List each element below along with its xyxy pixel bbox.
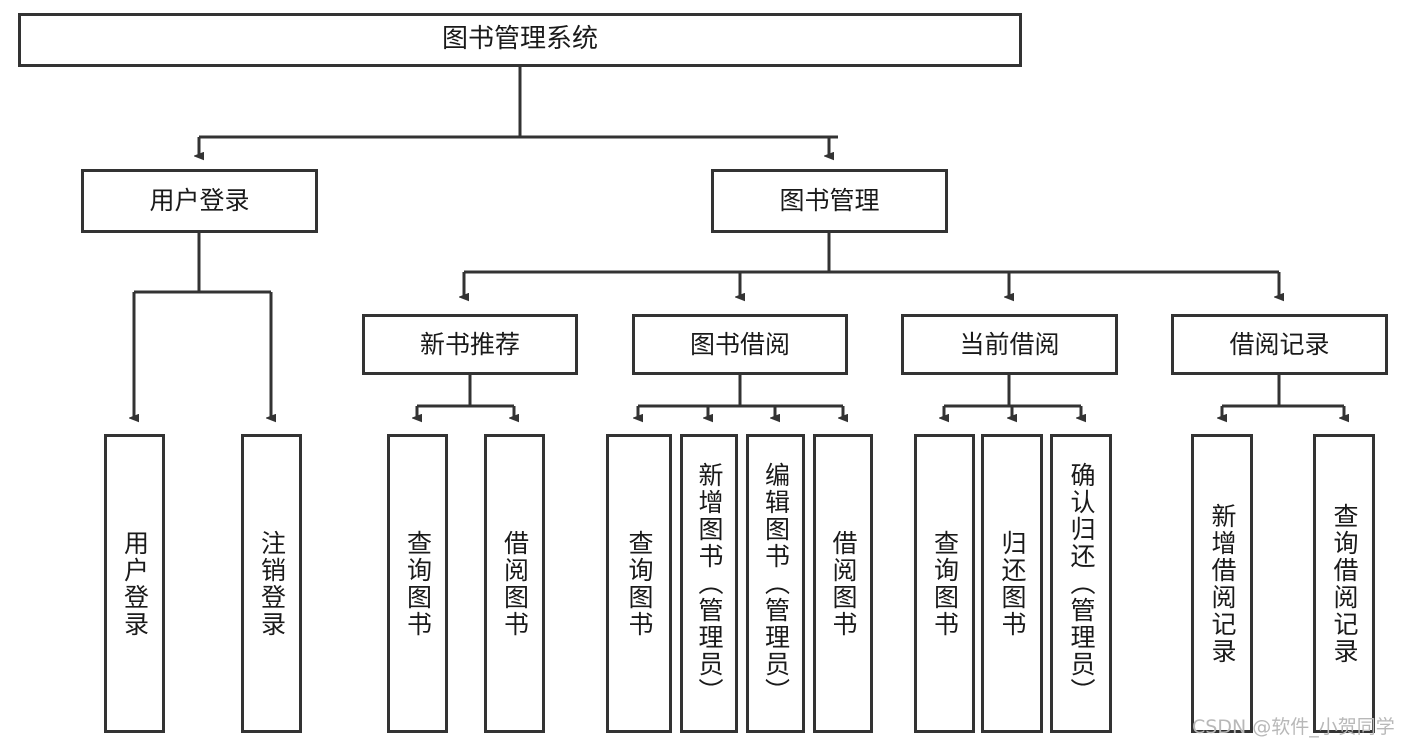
- leaf-query-book-borrowing[interactable]: 查询图书: [606, 434, 672, 733]
- node-book-management[interactable]: 图书管理: [711, 169, 948, 233]
- leaf-borrow-book-borrowing[interactable]: 借阅图书: [813, 434, 873, 733]
- node-new-book-recommendation[interactable]: 新书推荐: [362, 314, 578, 375]
- leaf-user-login[interactable]: 用户登录: [104, 434, 165, 733]
- leaf-add-book-admin[interactable]: 新增图书（管理员）: [680, 434, 738, 733]
- node-user-login[interactable]: 用户登录: [81, 169, 318, 233]
- leaf-return-book[interactable]: 归还图书: [981, 434, 1043, 733]
- leaf-borrow-book-recommendation[interactable]: 借阅图书: [484, 434, 545, 733]
- csdn-watermark: CSDN @软件_小贺同学: [1192, 716, 1395, 738]
- leaf-logout[interactable]: 注销登录: [241, 434, 302, 733]
- leaf-confirm-return-admin[interactable]: 确认归还（管理员）: [1050, 434, 1112, 733]
- leaf-query-borrow-record[interactable]: 查询借阅记录: [1313, 434, 1375, 733]
- leaf-add-borrow-record[interactable]: 新增借阅记录: [1191, 434, 1253, 733]
- node-book-borrowing[interactable]: 图书借阅: [632, 314, 848, 375]
- node-root-system[interactable]: 图书管理系统: [18, 13, 1022, 67]
- node-borrow-records[interactable]: 借阅记录: [1171, 314, 1388, 375]
- leaf-query-book-current[interactable]: 查询图书: [914, 434, 975, 733]
- leaf-edit-book-admin[interactable]: 编辑图书（管理员）: [746, 434, 805, 733]
- node-current-borrowing[interactable]: 当前借阅: [901, 314, 1118, 375]
- leaf-query-book-recommendation[interactable]: 查询图书: [387, 434, 448, 733]
